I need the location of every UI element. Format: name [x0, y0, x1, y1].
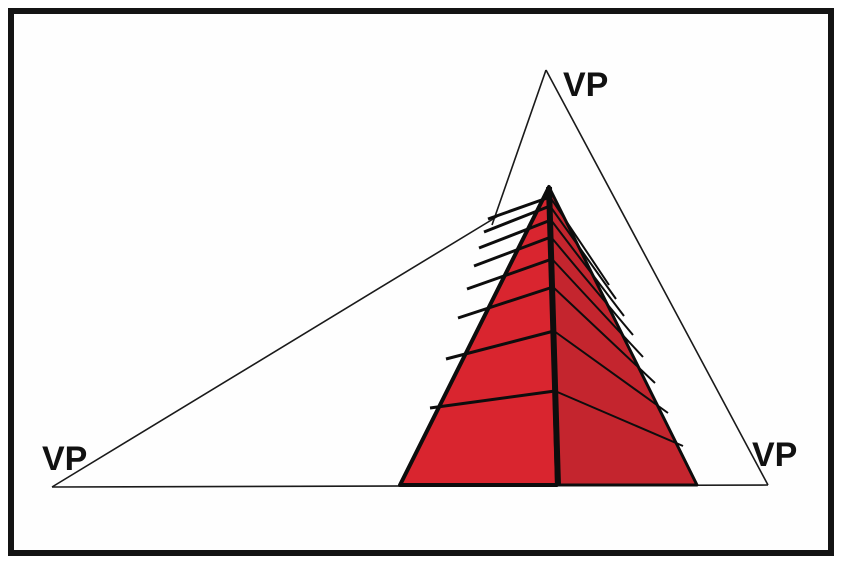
floor-line — [552, 286, 656, 384]
floor-line — [550, 219, 625, 317]
floor-line — [478, 218, 552, 250]
floor-line — [554, 390, 684, 447]
construction-line-top-left — [491, 69, 547, 226]
building-corner-edge — [546, 186, 561, 486]
floor-line — [445, 329, 555, 361]
right-face-floor-lines — [549, 196, 684, 447]
floor-line — [550, 236, 634, 336]
floor-line — [466, 257, 553, 291]
construction-line-top-right — [545, 69, 769, 486]
floor-line — [429, 389, 556, 410]
vp-label-left: VP — [42, 440, 87, 478]
floor-line — [473, 235, 552, 268]
floor-line — [457, 285, 554, 320]
floor-line — [549, 196, 610, 286]
construction-line-left — [51, 215, 499, 488]
floor-line — [487, 195, 551, 221]
floor-line — [483, 204, 551, 234]
floor-line — [553, 330, 669, 414]
vp-label-top: VP — [563, 66, 608, 104]
left-face-floor-lines — [429, 195, 556, 410]
floor-line — [551, 258, 644, 358]
floor-line — [549, 205, 617, 300]
vp-label-right: VP — [752, 436, 797, 474]
